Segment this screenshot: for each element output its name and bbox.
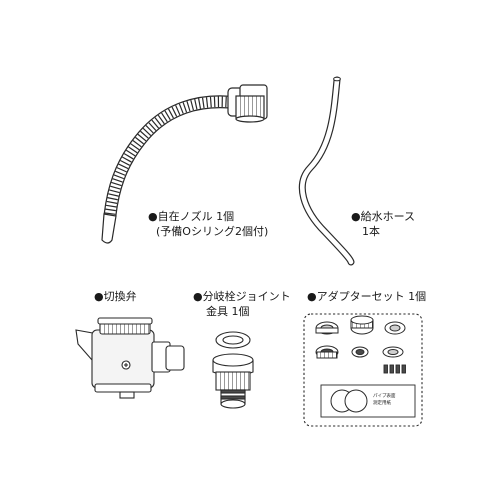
nozzle-note: (予備Oシリング2個付) [156, 225, 269, 238]
joint-quantity: 金具 1個 [206, 305, 250, 318]
adapter-set-icon [303, 313, 423, 427]
measuring-sheet-line1: パイプ表面 [373, 394, 396, 399]
nozzle-label: ●自在ノズル 1個 [148, 210, 235, 223]
hose-label: ●給水ホース [351, 210, 416, 223]
joint-label: ●分岐栓ジョイント [193, 290, 291, 303]
branch-faucet-joint-icon [212, 331, 254, 409]
measuring-sheet-line2: 測定用紙 [373, 401, 391, 406]
flexible-nozzle-icon [101, 84, 268, 244]
valve-label: ●切換弁 [94, 290, 137, 303]
water-hose-icon [298, 76, 355, 266]
switch-valve-icon [75, 317, 185, 399]
adapter-label: ●アダプターセット 1個 [307, 290, 427, 303]
hose-quantity: 1本 [362, 225, 380, 238]
